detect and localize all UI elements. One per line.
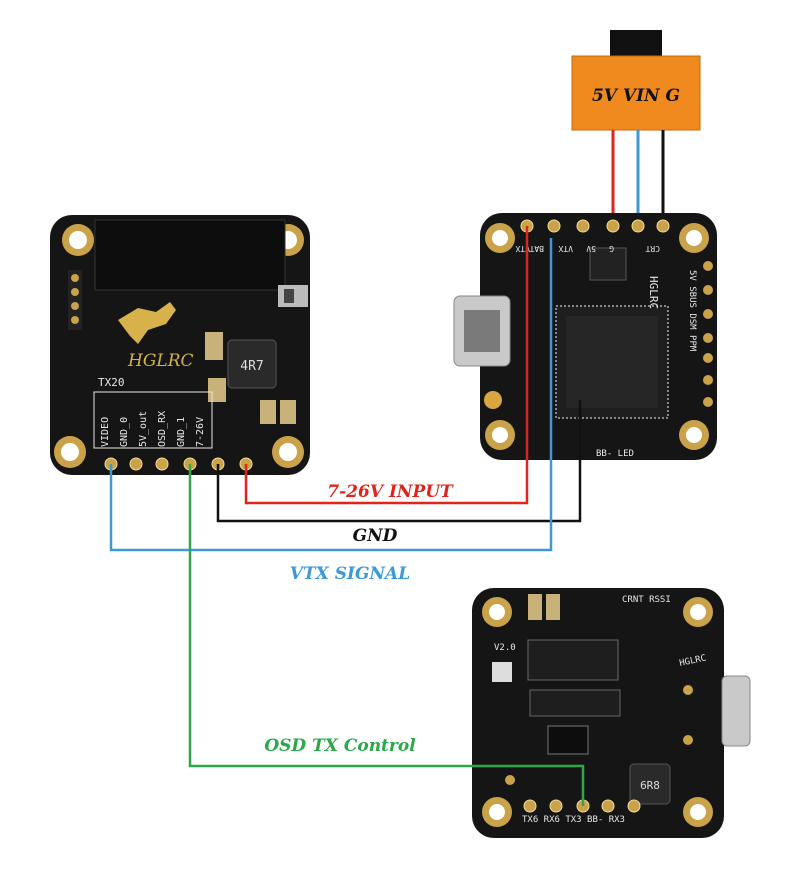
fc2-bottom-labels: TX6 RX6 TX3 BB- RX3	[522, 815, 625, 825]
vtx-inductor-label: 4R7	[240, 359, 263, 374]
vtx-pin-label-gnd1: GND_1	[176, 417, 187, 447]
fc2-version: V2.0	[494, 643, 516, 653]
vtx-pin-labels: VIDEO GND_0 5V_out OSD_RX GND_1 7-26V	[100, 411, 206, 447]
label-input: 7-26V INPUT	[327, 482, 454, 502]
vtx-model: TX20	[98, 376, 125, 389]
wire-gnd	[216, 400, 582, 523]
vtx-logo: HGLRC	[127, 351, 194, 371]
vtx-pin-label-gnd0: GND_0	[119, 417, 130, 447]
wire-input	[244, 226, 529, 505]
vtx-board: 4R7 HGLRC TX20 VIDEO GND_0 5V_out OSD_RX…	[50, 215, 310, 475]
power-connector: 5V VIN G	[571, 30, 701, 131]
label-gnd: GND	[353, 526, 398, 546]
fc-top-pad-label-5v: 5V	[586, 244, 596, 253]
label-osd-tx: OSD TX Control	[264, 736, 416, 756]
fc-top-pad-label-g: G	[609, 244, 614, 253]
fc-top-pad-label-vtx: VTX	[515, 244, 530, 253]
connector-leads	[611, 130, 665, 220]
power-connector-label: 5V VIN G	[592, 86, 680, 106]
fc2-inductor-label: 6R8	[640, 779, 660, 792]
fc-bottom-labels: BB- LED	[596, 449, 634, 459]
wire-vtx-signal	[109, 238, 553, 552]
fc-side-labels: 5V SBUS DSM PPM	[687, 270, 697, 352]
label-vtx-signal: VTX SIGNAL	[290, 564, 410, 584]
fc2-board: 6R8 CRNT RSSI V2.0 HGLRC TX6 RX6 TX3 BB-…	[472, 588, 751, 838]
fc-board: HGLRC VTX BAT 5V G CRT VTX 5V SBUS DSM P…	[453, 213, 717, 460]
vtx-pin-label-5v: 5V_out	[138, 411, 149, 447]
fc-top-pad-label-crt: CRT	[645, 244, 660, 253]
fc-top-pad-label-bat: BAT	[529, 244, 544, 253]
fc2-top-labels: CRNT RSSI	[622, 595, 671, 605]
vtx-pin-label-osd: OSD_RX	[157, 411, 168, 447]
fc-top-pad-label-vtx2: VTX	[558, 244, 573, 253]
vtx-pin-label-video: VIDEO	[100, 417, 111, 447]
vtx-pin-label-vin: 7-26V	[195, 417, 206, 447]
fc-logo: HGLRC	[647, 276, 660, 309]
wire-osd-tx	[188, 464, 585, 806]
